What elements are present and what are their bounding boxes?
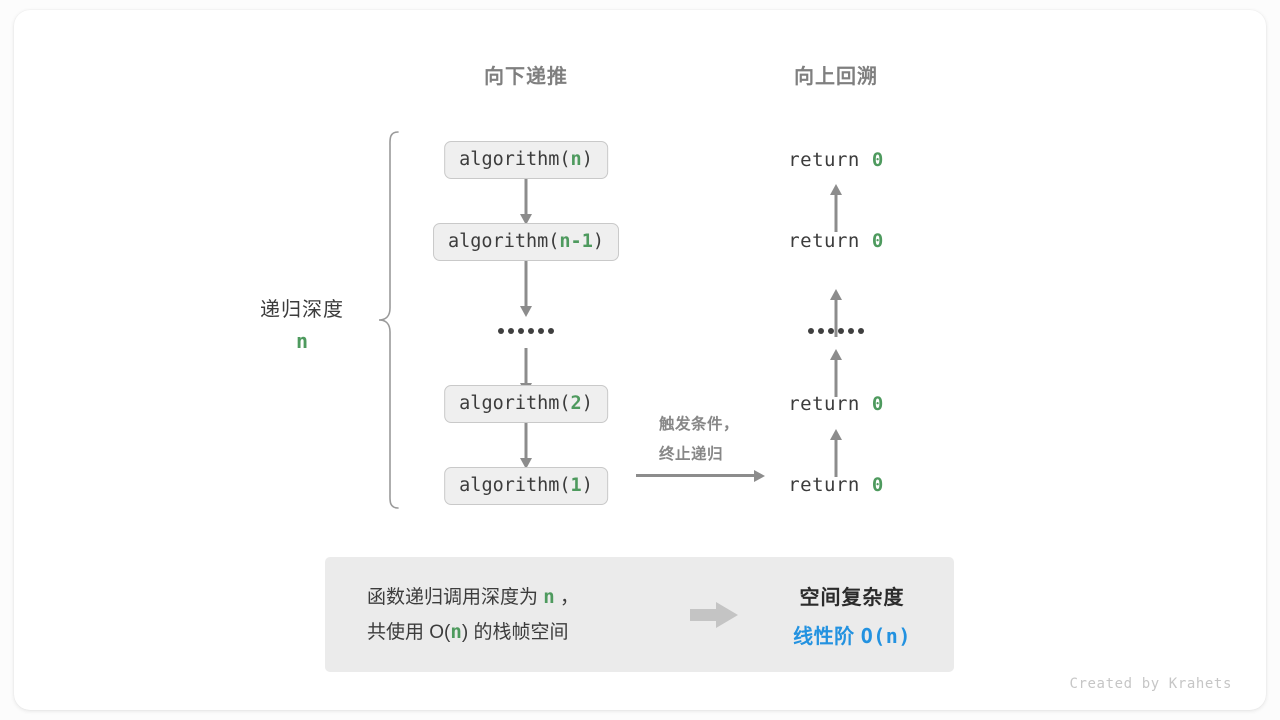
base-case-note-line1: 触发条件， <box>659 416 740 433</box>
return-arrow-head-2-dots <box>830 349 842 360</box>
base-case-arrow-shaft <box>636 474 754 477</box>
complexity-value-text: 线性阶 <box>793 626 861 648</box>
call-box-1: algorithm(n-1) <box>433 223 619 261</box>
return-keyword-2: return <box>788 393 860 415</box>
call-box-3-arg: 1 <box>570 475 582 496</box>
call-box-3-name: algorithm( <box>459 475 571 496</box>
call-box-0-close: ) <box>581 149 593 170</box>
return-line-3: return 0 <box>788 474 884 496</box>
return-keyword-0: return <box>788 149 860 171</box>
ellipsis-dot <box>818 328 824 334</box>
column-heading-backtrack-up: 向上回溯 <box>794 66 878 88</box>
summary-line1-post: ， <box>554 587 580 608</box>
summary-line1-pre: 函数递归调用深度为 <box>367 587 544 608</box>
complexity-title: 空间复杂度 <box>799 587 905 609</box>
complexity-value-notation: O(n) <box>860 624 911 648</box>
recursion-depth-value: n <box>295 329 309 353</box>
ellipsis-dot <box>808 328 814 334</box>
base-case-note: 触发条件， 终止递归 <box>659 410 739 470</box>
summary-panel: 函数递归调用深度为 n ， 共使用 O(n) 的栈帧空间 空间复杂度 线性阶 O… <box>325 557 954 672</box>
return-value-2: 0 <box>871 393 884 415</box>
credit-text: Created by Krahets <box>1069 676 1232 692</box>
return-arrow-shaft-3-2 <box>834 435 838 477</box>
recursion-depth-brace <box>378 131 399 509</box>
call-box-3: algorithm(1) <box>444 467 608 505</box>
arrow-head-2-3 <box>520 458 532 469</box>
ellipsis-dot <box>838 328 844 334</box>
call-box-1-close: ) <box>592 231 604 252</box>
return-value-1: 0 <box>871 230 884 252</box>
arrow-shaft-0-1 <box>524 179 528 221</box>
diagram-card: 向下递推 向上回溯 递归深度 n algorithm(n) algorithm(… <box>14 10 1266 710</box>
summary-description: 函数递归调用深度为 n ， 共使用 O(n) 的栈帧空间 <box>367 580 579 650</box>
return-value-3: 0 <box>871 474 884 496</box>
call-box-2-arg: 2 <box>570 393 582 414</box>
ellipsis-left <box>498 328 554 334</box>
summary-line1-var: n <box>543 586 555 608</box>
column-heading-recurse-down: 向下递推 <box>484 66 568 88</box>
arrow-shaft-1-dots <box>524 261 528 313</box>
call-box-0-arg: n <box>570 149 582 170</box>
call-box-2: algorithm(2) <box>444 385 608 423</box>
call-box-2-close: ) <box>581 393 593 414</box>
return-keyword-3: return <box>788 474 860 496</box>
base-case-arrow-head <box>754 469 765 482</box>
summary-description-line1: 函数递归调用深度为 n ， <box>367 580 579 615</box>
ellipsis-dot <box>508 328 514 334</box>
return-arrow-shaft-1-0 <box>834 190 838 232</box>
arrow-head-0-1 <box>520 214 532 225</box>
arrow-shaft-dots-2 <box>524 348 528 390</box>
call-box-1-arg: n-1 <box>559 231 593 252</box>
recursion-depth-label: 递归深度 n <box>260 293 344 353</box>
call-box-1-name: algorithm( <box>448 231 560 252</box>
ellipsis-dot <box>538 328 544 334</box>
recursion-depth-text: 递归深度 <box>260 299 344 321</box>
arrow-shaft-2-3 <box>524 423 528 465</box>
ellipsis-dot <box>518 328 524 334</box>
diagram-stage: 向下递推 向上回溯 递归深度 n algorithm(n) algorithm(… <box>14 10 1266 710</box>
return-arrow-head-1-0 <box>830 184 842 195</box>
complexity-value: 线性阶 O(n) <box>793 620 911 649</box>
summary-line2-var: n <box>450 621 462 643</box>
complexity-result: 空间复杂度 线性阶 O(n) <box>793 581 911 649</box>
call-box-3-close: ) <box>581 475 593 496</box>
ellipsis-right <box>808 328 864 334</box>
call-box-2-name: algorithm( <box>459 393 571 414</box>
return-line-2: return 0 <box>788 393 884 415</box>
return-line-1: return 0 <box>788 230 884 252</box>
return-keyword-1: return <box>788 230 860 252</box>
return-arrow-shaft-dots-1 <box>834 295 838 337</box>
return-value-0: 0 <box>871 149 884 171</box>
ellipsis-dot <box>858 328 864 334</box>
summary-line2-post: ) 的栈帧空间 <box>461 622 569 643</box>
call-box-0: algorithm(n) <box>444 141 608 179</box>
ellipsis-dot <box>828 328 834 334</box>
return-arrow-head-dots-1 <box>830 289 842 300</box>
return-line-0: return 0 <box>788 149 884 171</box>
summary-description-line2: 共使用 O(n) 的栈帧空间 <box>367 615 579 650</box>
ellipsis-dot <box>498 328 504 334</box>
base-case-note-line2: 终止递归 <box>659 446 724 463</box>
ellipsis-dot <box>848 328 854 334</box>
ellipsis-dot <box>528 328 534 334</box>
return-arrow-head-3-2 <box>830 429 842 440</box>
return-arrow-shaft-2-dots <box>834 355 838 397</box>
ellipsis-dot <box>548 328 554 334</box>
call-box-0-name: algorithm( <box>459 149 571 170</box>
arrow-head-1-dots <box>520 306 532 317</box>
block-arrow-right-icon <box>690 602 738 628</box>
summary-line2-pre: 共使用 O( <box>367 622 451 643</box>
